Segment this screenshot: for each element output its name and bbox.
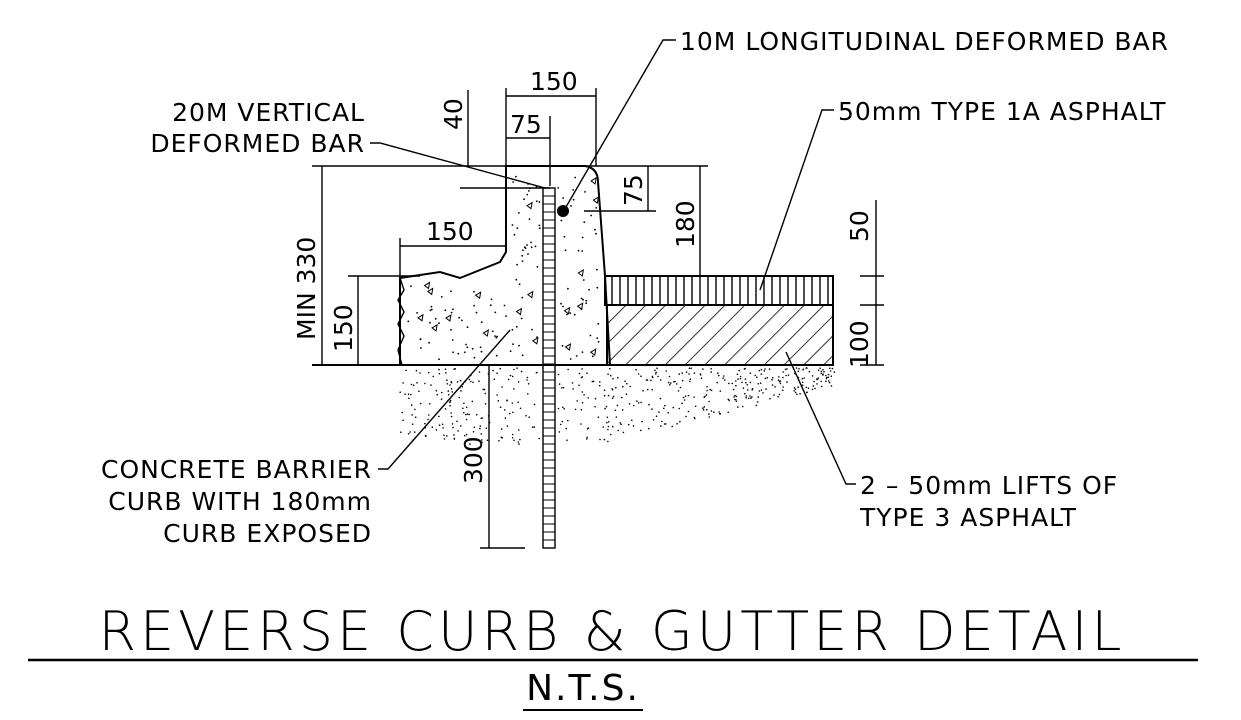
dim-curb-exposed: 180 bbox=[671, 166, 701, 276]
dim-half-width: 75 bbox=[506, 110, 551, 186]
dim-embed-depth: 300 bbox=[459, 365, 525, 549]
granular-base-stipple bbox=[399, 367, 836, 445]
dim-asphalt-layers: 50 100 bbox=[845, 200, 884, 368]
dim-top-width: 150 bbox=[505, 67, 597, 166]
dim-ledge-width: 150 bbox=[399, 217, 506, 278]
leader-vertical-bar: 20M VERTICAL DEFORMED BAR bbox=[150, 98, 546, 189]
label-lifts-line1: 2 – 50mm LIFTS OF bbox=[860, 471, 1118, 500]
dim-min-height: MIN 330 bbox=[292, 166, 323, 365]
asphalt-type1a-layer bbox=[604, 275, 834, 306]
dim-half-width-value: 75 bbox=[510, 110, 542, 139]
dim-min-height-value: MIN 330 bbox=[292, 237, 321, 340]
label-barrier-line1: CONCRETE BARRIER bbox=[101, 455, 372, 484]
dim-curb-exposed-value: 180 bbox=[671, 200, 700, 248]
dim-ledge-width-value: 150 bbox=[426, 217, 474, 246]
leader-barrier-curb: CONCRETE BARRIER CURB WITH 180mm CURB EX… bbox=[101, 329, 511, 548]
leader-type3: 2 – 50mm LIFTS OF TYPE 3 ASPHALT bbox=[785, 351, 1118, 532]
break-line bbox=[397, 277, 405, 366]
dim-ledge-height: 150 bbox=[329, 275, 420, 365]
dim-ledge-height-value: 150 bbox=[329, 304, 358, 352]
label-longitudinal-bar: 10M LONGITUDINAL DEFORMED BAR bbox=[680, 27, 1169, 56]
leader-type1a: 50mm TYPE 1A ASPHALT bbox=[759, 97, 1166, 291]
label-vertical-bar-line1: 20M VERTICAL bbox=[172, 98, 365, 127]
dim-top-width-value: 150 bbox=[530, 67, 578, 96]
label-vertical-bar-line2: DEFORMED BAR bbox=[150, 129, 365, 158]
drawing-title: REVERSE CURB & GUTTER DETAIL bbox=[99, 600, 1126, 663]
dim-bar-depth: 75 bbox=[584, 166, 656, 212]
longitudinal-bar-dot bbox=[557, 205, 569, 217]
dim-embed-depth-value: 300 bbox=[459, 436, 488, 484]
label-barrier-line3: CURB EXPOSED bbox=[163, 519, 372, 548]
drawing-scale: N.T.S. bbox=[526, 668, 640, 709]
concrete-stipple bbox=[407, 175, 600, 361]
dim-surface-lift-value: 50 bbox=[845, 210, 874, 242]
dim-bar-cover: 40 bbox=[439, 90, 550, 189]
dim-base-lifts-value: 100 bbox=[845, 320, 874, 368]
dim-bar-cover-value: 40 bbox=[439, 98, 468, 130]
leader-longitudinal-bar: 10M LONGITUDINAL DEFORMED BAR bbox=[565, 27, 1169, 208]
asphalt-type3-layer bbox=[606, 304, 834, 366]
vertical-rebar bbox=[542, 187, 556, 549]
label-type1a: 50mm TYPE 1A ASPHALT bbox=[838, 97, 1166, 126]
label-lifts-line2: TYPE 3 ASPHALT bbox=[859, 503, 1077, 532]
dim-bar-depth-value: 75 bbox=[619, 174, 648, 206]
label-barrier-line2: CURB WITH 180mm bbox=[108, 487, 372, 516]
